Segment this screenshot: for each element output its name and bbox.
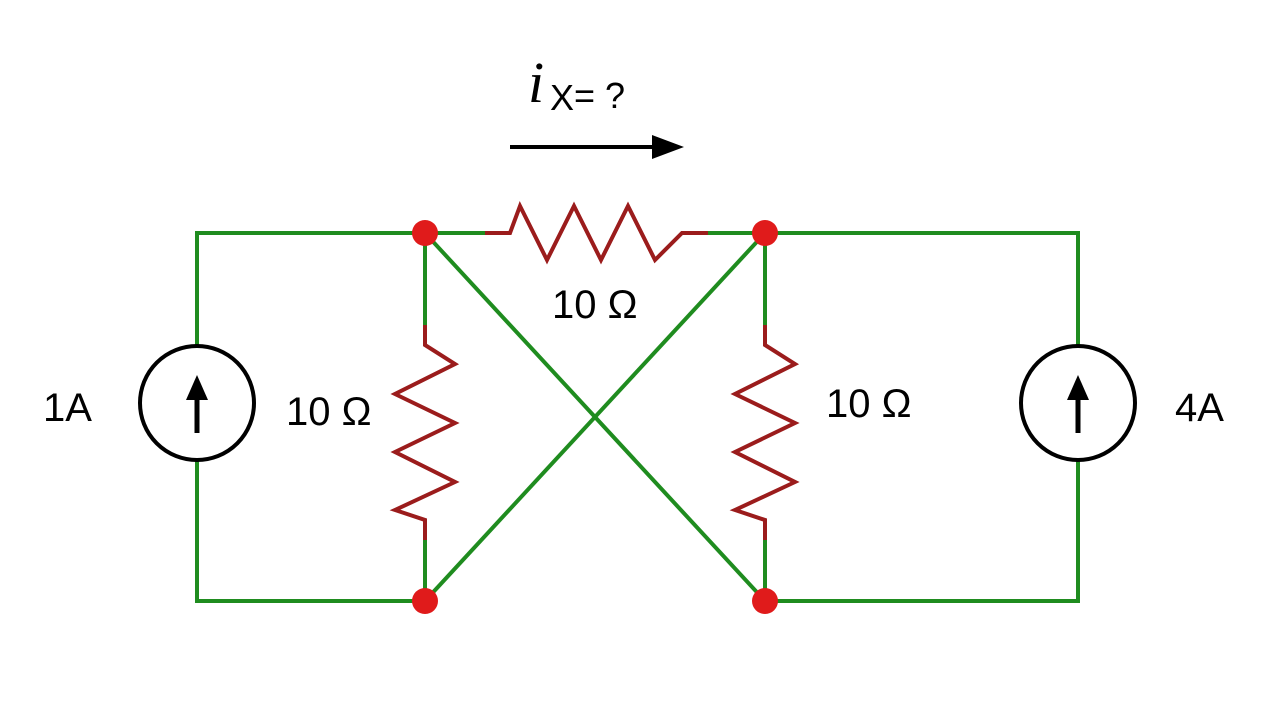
node-bottom-left [412,588,438,614]
current-subscript: X [550,77,574,118]
wires [195,230,1080,604]
arrow-up-icon [186,375,208,433]
wire-diagonal-2 [422,230,768,604]
current-direction-arrow [510,135,684,159]
wire-right-top [763,231,1080,347]
wire-left-top [195,231,427,347]
current-source-left [138,344,256,462]
resistor-right-label: 10 Ω [826,382,912,426]
node-bottom-right [752,588,778,614]
resistors [389,200,800,540]
resistor-top-label: 10 Ω [552,283,638,327]
current-variable: i [528,50,544,115]
current-source-right-label: 4A [1175,386,1224,430]
current-source-right [1019,344,1137,462]
resistor-left [389,325,460,540]
node-top-left [412,220,438,246]
node-top-right [752,220,778,246]
wire-right-bottom [763,460,1080,603]
resistor-left-label: 10 Ω [286,390,372,434]
current-suffix: = ? [574,75,625,116]
wire-left-bottom [195,460,427,603]
current-question-label: i X = ? [528,50,625,118]
nodes [412,220,778,614]
resistor-right [729,325,800,540]
arrow-up-icon [1067,375,1089,433]
current-source-left-label: 1A [43,386,92,430]
resistor-top [485,200,708,265]
